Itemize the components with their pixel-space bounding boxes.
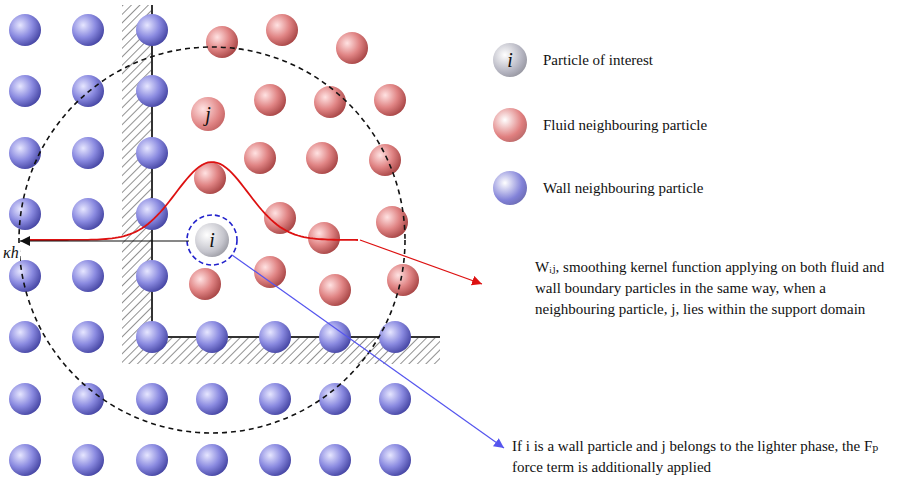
fluid-particle xyxy=(336,32,368,64)
wall-particle xyxy=(72,198,104,230)
wall-particle xyxy=(319,444,351,476)
wall-particle xyxy=(72,137,104,169)
fluid-particle xyxy=(314,86,346,118)
wall-particle xyxy=(259,321,291,353)
wall-particle xyxy=(259,383,291,415)
leader-arrow xyxy=(360,240,482,284)
interest-ring xyxy=(187,215,237,265)
wall-particle xyxy=(9,137,41,169)
wall-particle xyxy=(136,137,168,169)
wall-particle xyxy=(136,260,168,292)
wall-particle xyxy=(9,14,41,46)
fluid-particle xyxy=(244,142,276,174)
wall-particle xyxy=(319,321,351,353)
legend-entry: Particle of interest xyxy=(493,43,653,77)
wall-particle xyxy=(259,444,291,476)
wall-particle xyxy=(379,383,411,415)
particle-node: j xyxy=(191,97,225,131)
wall-hatch xyxy=(122,5,152,364)
wall-particle xyxy=(136,444,168,476)
legend-text: Particle of interest xyxy=(543,50,653,71)
fluid-particle xyxy=(369,144,401,176)
wall-particle xyxy=(9,383,41,415)
legend-entry: Fluid neighbouring particle xyxy=(493,108,707,142)
wall-particle xyxy=(196,321,228,353)
fluid-particle xyxy=(319,274,351,306)
wall-particle xyxy=(9,321,41,353)
wall-particle xyxy=(319,383,351,415)
fluid-particle xyxy=(189,268,221,300)
particle-name: i xyxy=(209,230,215,250)
fluid-particle xyxy=(254,256,286,288)
wall-particle xyxy=(72,260,104,292)
wall-particle xyxy=(196,444,228,476)
legend-text: Wall neighbouring particle xyxy=(543,178,703,199)
particle-name: j xyxy=(205,104,211,124)
wall-particle xyxy=(72,383,104,415)
wall-particle xyxy=(136,198,168,230)
fluid-particle xyxy=(206,26,238,58)
legend-entry: Wall neighbouring particle xyxy=(493,171,703,205)
wall-particle xyxy=(9,444,41,476)
leader-arrow xyxy=(232,255,504,448)
annotation-note: If i is a wall particle and j belongs to… xyxy=(512,436,908,478)
annotation-note: Wᵢⱼ, smoothing kernel function applying … xyxy=(535,257,907,320)
legend-swatch xyxy=(493,108,527,142)
radius-label: κh xyxy=(2,244,20,261)
wall-particle xyxy=(136,321,168,353)
legend-text: Fluid neighbouring particle xyxy=(543,115,707,136)
wall-particle xyxy=(136,14,168,46)
wall-particle xyxy=(136,383,168,415)
wall-particle xyxy=(379,444,411,476)
fluid-particle xyxy=(266,14,298,46)
fluid-particle xyxy=(374,84,406,116)
wall-particle xyxy=(72,14,104,46)
particle-node: i xyxy=(195,223,229,257)
wall-particle xyxy=(379,321,411,353)
wall-particle xyxy=(9,75,41,107)
fluid-particle xyxy=(306,142,338,174)
radius-arrow xyxy=(20,240,189,241)
wall-particle xyxy=(9,198,41,230)
kernel-curve xyxy=(25,162,358,240)
wall-particle xyxy=(136,75,168,107)
fluid-particle xyxy=(254,84,286,116)
particle-symbol: i xyxy=(507,50,513,70)
wall-particles xyxy=(9,14,411,476)
wall-particle xyxy=(72,444,104,476)
wall-particle xyxy=(72,321,104,353)
wall-particle xyxy=(196,383,228,415)
legend-swatch xyxy=(493,171,527,205)
support-domain xyxy=(19,47,405,433)
